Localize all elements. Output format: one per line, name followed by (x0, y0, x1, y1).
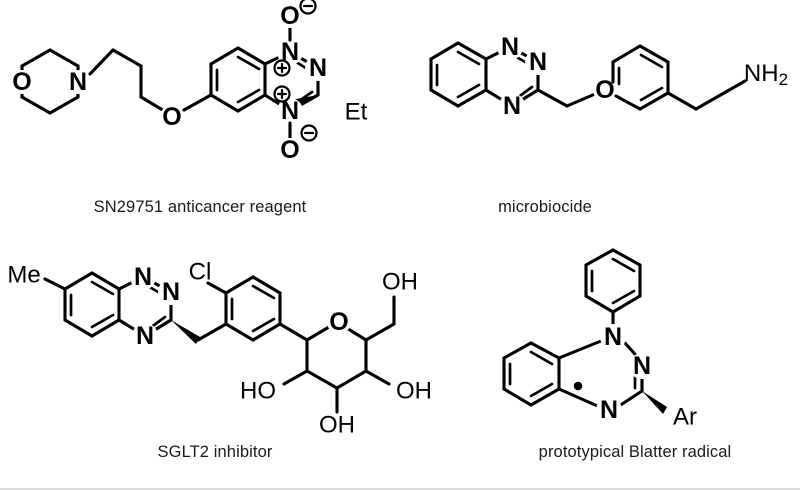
atom-n4-blatter: N (600, 396, 618, 424)
benzo-ring-sglt2 (63, 271, 121, 338)
label-oh-bottom: OH (319, 412, 355, 439)
microbiocide-svg: N N N O (429, 33, 788, 120)
methyleneoxy-linker (536, 88, 597, 108)
atom-o-morpholine: O (12, 68, 31, 96)
charge-plus-n1 (273, 59, 291, 77)
bond-wedge-ar (642, 391, 667, 414)
structure-sglt2: Me (0, 245, 470, 440)
label-ho-left: HO (240, 378, 276, 405)
atom-o-aryl-ether: O (595, 76, 614, 104)
charge-minus-top (299, 0, 317, 15)
sn29751-svg: O N O (10, 0, 368, 164)
atom-n2-sglt2: N (162, 278, 180, 306)
benzo-ring-microbiocide (429, 41, 488, 108)
caption-microbiocide: microbiocide (498, 198, 592, 216)
charge-plus-n4 (273, 85, 291, 103)
chlorophenyl-ring-sglt2 (224, 275, 282, 342)
charge-minus-bottom (300, 124, 318, 142)
label-amine: NH2 (744, 60, 788, 89)
atom-o-n1-oxide: O (280, 2, 299, 30)
atom-n-morpholine: N (69, 68, 87, 96)
structure-microbiocide: N N N O (400, 0, 800, 190)
atom-o-ether: O (162, 103, 181, 131)
structure-sn29751: O N O (0, 0, 400, 190)
atom-n1-sn29751: N (281, 38, 299, 66)
atom-n2-sn29751: N (309, 54, 327, 82)
label-ar: Ar (673, 404, 697, 431)
atom-n1-blatter: N (604, 323, 622, 351)
label-ethyl: Et (345, 99, 368, 126)
atom-o-pyranose: O (329, 308, 348, 336)
atom-n2-microbiocide: N (529, 48, 547, 76)
bond-benzylic (196, 322, 228, 342)
atom-n2-blatter: N (633, 352, 651, 380)
ethylamine-chain (666, 79, 747, 111)
phenylene-ring-microbiocide (611, 44, 670, 111)
caption-sglt2: SGLT2 inhibitor (157, 443, 273, 461)
sglt2-svg: Me (7, 259, 432, 439)
bond-oh-left (282, 369, 309, 386)
propyloxy-linker (88, 48, 168, 114)
bond-wedge-benzylic (171, 320, 200, 344)
hydroxymethyl-arm (364, 295, 396, 342)
label-methyl: Me (7, 262, 40, 289)
caption-blatter: prototypical Blatter radical (538, 443, 732, 461)
bond-methyl (43, 277, 67, 291)
structure-blatter: N N N Ar (470, 245, 800, 440)
bond-chloro (206, 281, 228, 295)
atom-n1-microbiocide: N (501, 33, 519, 61)
atom-n4-microbiocide: N (503, 92, 521, 120)
atom-n4-sn29751: N (281, 97, 299, 125)
atom-o-n4-oxide: O (280, 136, 299, 164)
atom-n4-sglt2: N (136, 322, 154, 350)
label-chlorine: Cl (189, 259, 212, 286)
atom-n1-sglt2: N (134, 263, 152, 291)
bond-oh-right (364, 369, 391, 386)
radical-dot-icon (573, 381, 583, 391)
caption-sn29751: SN29751 anticancer reagent (93, 198, 307, 216)
label-oh-primary: OH (382, 269, 418, 296)
n-phenyl-ring-blatter (584, 248, 642, 314)
blatter-svg: N N N Ar (502, 248, 697, 431)
label-oh-right: OH (396, 378, 432, 405)
benzo-ring-blatter (502, 341, 561, 407)
bottom-divider (0, 488, 800, 490)
benzo-ring-sn29751 (182, 46, 267, 113)
